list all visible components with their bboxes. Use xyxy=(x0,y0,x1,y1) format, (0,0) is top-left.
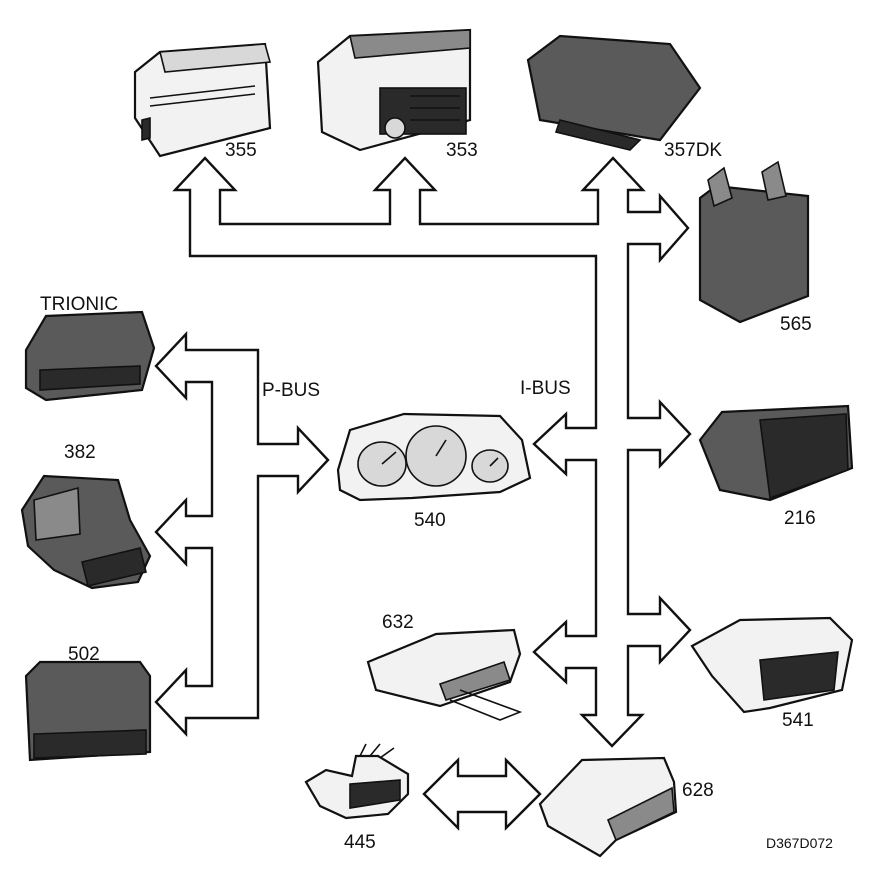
label-628: 628 xyxy=(682,780,714,801)
label-trionic: TRIONIC xyxy=(40,294,118,315)
label-355: 355 xyxy=(225,140,257,161)
label-216: 216 xyxy=(784,508,816,529)
label-353: 353 xyxy=(446,140,478,161)
label-541: 541 xyxy=(782,710,814,731)
module-382: 382 xyxy=(20,442,152,590)
module-541: 541 xyxy=(690,616,854,731)
module-355: 355 xyxy=(133,42,272,161)
pbus-label: P-BUS xyxy=(262,380,320,401)
label-445: 445 xyxy=(344,832,376,853)
module-445: 445 xyxy=(304,743,410,853)
label-357dk: 357DK xyxy=(664,140,722,161)
ibus-label: I-BUS xyxy=(520,378,571,399)
label-502: 502 xyxy=(68,644,100,665)
diagram-reference-code: D367D072 xyxy=(766,835,833,851)
bus-arrows xyxy=(154,156,692,831)
pbus-arrow xyxy=(154,330,330,738)
module-632: 632 xyxy=(366,612,523,721)
module-353: 353 xyxy=(316,28,478,161)
module-216: 216 xyxy=(698,404,854,529)
label-540: 540 xyxy=(414,510,446,531)
label-565: 565 xyxy=(780,314,812,335)
module-565: 565 xyxy=(698,160,812,335)
module-628: 628 xyxy=(538,756,714,858)
module-502: 502 xyxy=(24,644,152,762)
label-382: 382 xyxy=(64,442,96,463)
ibus-top-arrow xyxy=(172,156,692,748)
double-arrow-445-628 xyxy=(422,757,542,831)
module-357dk: 357DK xyxy=(526,34,722,161)
module-trionic: TRIONIC xyxy=(24,294,156,402)
module-540: 540 xyxy=(336,412,532,531)
label-632: 632 xyxy=(382,612,414,633)
